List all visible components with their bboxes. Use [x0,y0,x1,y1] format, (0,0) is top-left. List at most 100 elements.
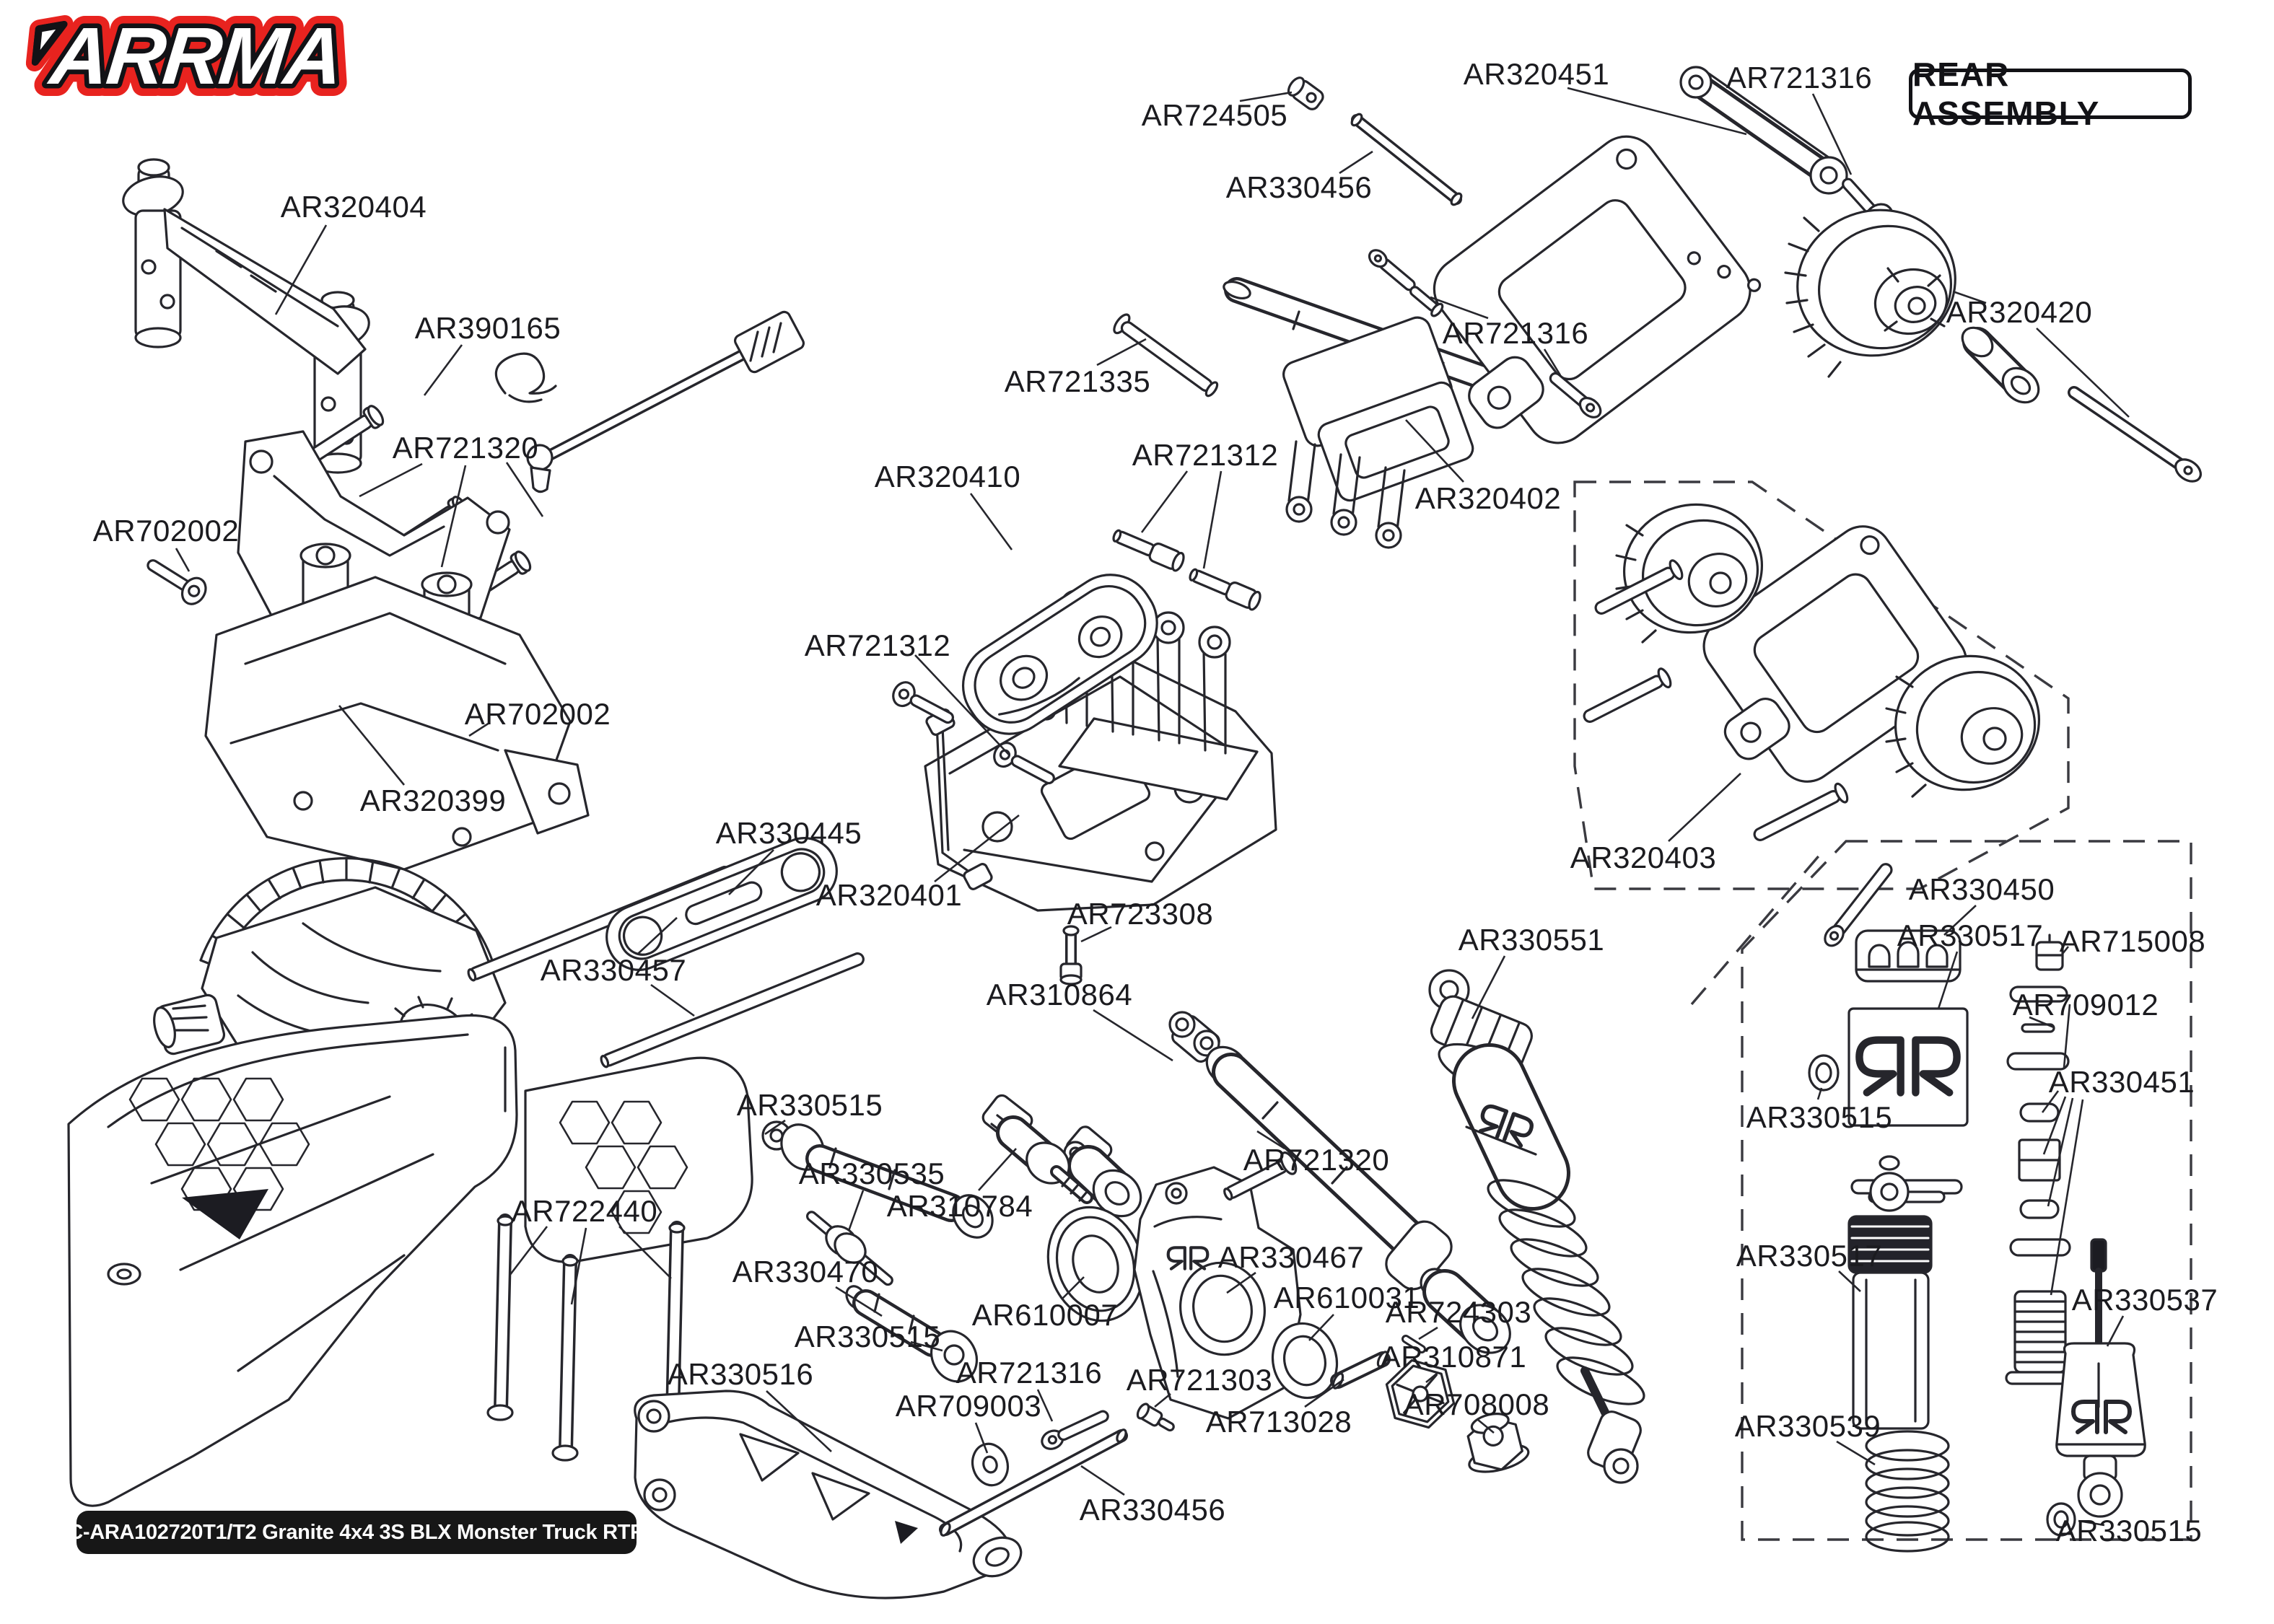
part-label: AR320451 [1463,57,1610,91]
leader-line [766,1390,832,1452]
part-label: AR320420 [1946,295,2093,329]
leader-line [728,849,774,895]
leader-line [359,462,423,498]
leader-line [1668,773,1741,842]
leader-line [2042,1096,2067,1155]
model-badge: C-ARA102720T1/T2 Granite 4x4 3S BLX Mons… [68,1511,645,1554]
part-label: AR713028 [1205,1405,1352,1439]
part-label: AR320404 [280,190,427,224]
leader-line [1418,1326,1438,1340]
part-label: AR721312 [804,628,951,662]
part-label: AR721335 [1004,364,1151,398]
part-shock-exploded [1808,929,2146,1553]
part-label: AR715008 [2059,924,2206,958]
leader-line [1154,1392,1171,1408]
leader-line [2029,1016,2055,1029]
part-label: AR320401 [815,878,963,912]
part-label: AR330467 [1217,1240,1365,1274]
leader-line [2047,1097,2074,1207]
leader-line [440,465,467,568]
part-bottom-fasteners [939,1403,1175,1537]
leader-line [2061,946,2070,954]
part-label: AR330470 [732,1255,879,1289]
part-gearbox-tower [204,430,590,871]
leader-line [1836,1440,1876,1466]
part-label: AR310871 [1380,1340,1527,1374]
logo-outline-red: ARRMA [44,10,346,101]
leader-line [1838,1270,1861,1292]
leader-line [338,705,406,786]
leader-line [974,1422,989,1454]
leader-line [1036,1389,1054,1422]
leader-line [1239,91,1293,102]
leader-line [2078,1519,2105,1527]
part-label: AR709012 [2012,988,2159,1022]
leader-line [764,1119,786,1136]
part-label: AR330450 [1908,872,2055,906]
part-label: AR721312 [1132,438,1279,472]
leader-line [1339,150,1373,175]
part-label: AR310864 [986,978,1133,1011]
leader-line [274,224,328,315]
part-pin-330535 [805,1211,893,1286]
part-label: AR721316 [1442,316,1589,350]
part-wheelie-mount [1433,135,1762,444]
part-shock-assembled [1428,969,1645,1484]
leader-line [1093,1009,1173,1062]
part-label: AR721320 [1243,1143,1390,1177]
part-brace-plate [605,837,838,971]
part-label: AR320410 [874,460,1021,493]
part-link-320451 [1679,66,1894,233]
part-wheel [1784,209,2202,483]
part-pin-723308 [1059,925,1083,986]
leader-line [1471,955,1506,1019]
leader-line [650,983,695,1017]
part-label: AR330515 [2055,1514,2203,1548]
leader-line [1937,951,1959,1009]
part-label: AR320399 [359,784,507,817]
leader-line [2050,1099,2084,1296]
leader-line [1952,290,1987,304]
leader-line [1567,87,1747,136]
part-label: AR709003 [895,1389,1042,1423]
part-label: AR330445 [715,816,862,850]
part-label: AR330451 [2048,1065,2195,1099]
leader-line [910,1340,943,1352]
part-label: AR330516 [667,1357,814,1391]
part-label: AR721303 [1126,1363,1273,1397]
leader-line [1202,470,1223,569]
part-label: AR724505 [1141,98,1288,132]
leader-line [618,1226,672,1279]
leader-line [835,1286,883,1317]
part-label: AR330456 [1079,1493,1226,1527]
part-pins-722440 [486,1213,686,1462]
leader-line [2106,1315,2125,1347]
leader-line [1811,93,1853,175]
leader-line [1080,1465,1125,1496]
leader-line [423,344,463,396]
model-badge-text: C-ARA102720T1/T2 Granite 4x4 3S BLX Mons… [68,1520,645,1544]
leader-line [570,1227,587,1305]
leader-line [1226,1271,1256,1294]
part-stub-axle [981,1094,1093,1204]
leader-line [1543,348,1562,376]
part-label: AR721316 [1726,61,1873,95]
leader-line [1405,419,1464,483]
part-steering-link [845,1285,979,1383]
part-label: AR724303 [1385,1295,1532,1329]
part-label: AR320402 [1414,481,1562,515]
part-wheelie-bar [1583,503,2041,947]
part-label: AR330457 [540,953,687,987]
part-top-pins [1287,76,1602,418]
leader-line [934,814,1020,883]
detail-boxes [1573,480,2192,1541]
part-label: AR330515 [794,1320,941,1353]
part-label: AR708008 [1403,1387,1550,1421]
part-label: AR330517 [1897,918,2044,952]
leader-line [508,1226,548,1276]
leader-line [1816,1087,1823,1100]
part-label: AR702002 [92,514,240,548]
